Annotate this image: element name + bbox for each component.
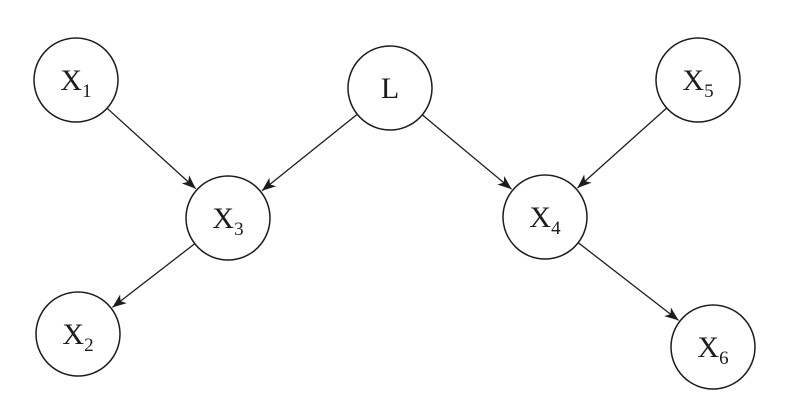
node-X1-circle	[33, 37, 119, 123]
edge-X5-to-X4	[576, 107, 667, 189]
node-L-label: L	[381, 72, 399, 105]
node-X1-label: X1	[60, 64, 91, 102]
edge-X3-to-X2	[112, 243, 195, 308]
node-X6: X6	[670, 304, 756, 390]
node-X2: X2	[35, 291, 121, 377]
node-X6-label: X6	[697, 331, 728, 369]
node-L: L	[347, 45, 433, 131]
edge-L-to-X3	[261, 114, 358, 192]
edge-X1-to-X3	[107, 108, 197, 190]
edge-L-to-X4	[422, 114, 512, 190]
node-X4: X4	[502, 174, 588, 260]
node-X1: X1	[33, 37, 119, 123]
node-X2-circle	[35, 291, 121, 377]
node-X3: X3	[185, 175, 271, 261]
node-X6-circle	[670, 304, 756, 390]
node-X3-circle	[185, 175, 271, 261]
edge-X4-to-X6	[578, 242, 679, 321]
node-X4-circle	[502, 174, 588, 260]
node-X2-label: X2	[62, 318, 93, 356]
node-X5-circle	[655, 37, 741, 123]
node-X3-label: X3	[212, 202, 243, 240]
node-X5: X5	[655, 37, 741, 123]
node-L-circle	[347, 45, 433, 131]
node-X4-label: X4	[529, 201, 561, 239]
node-X5-label: X5	[682, 64, 713, 102]
